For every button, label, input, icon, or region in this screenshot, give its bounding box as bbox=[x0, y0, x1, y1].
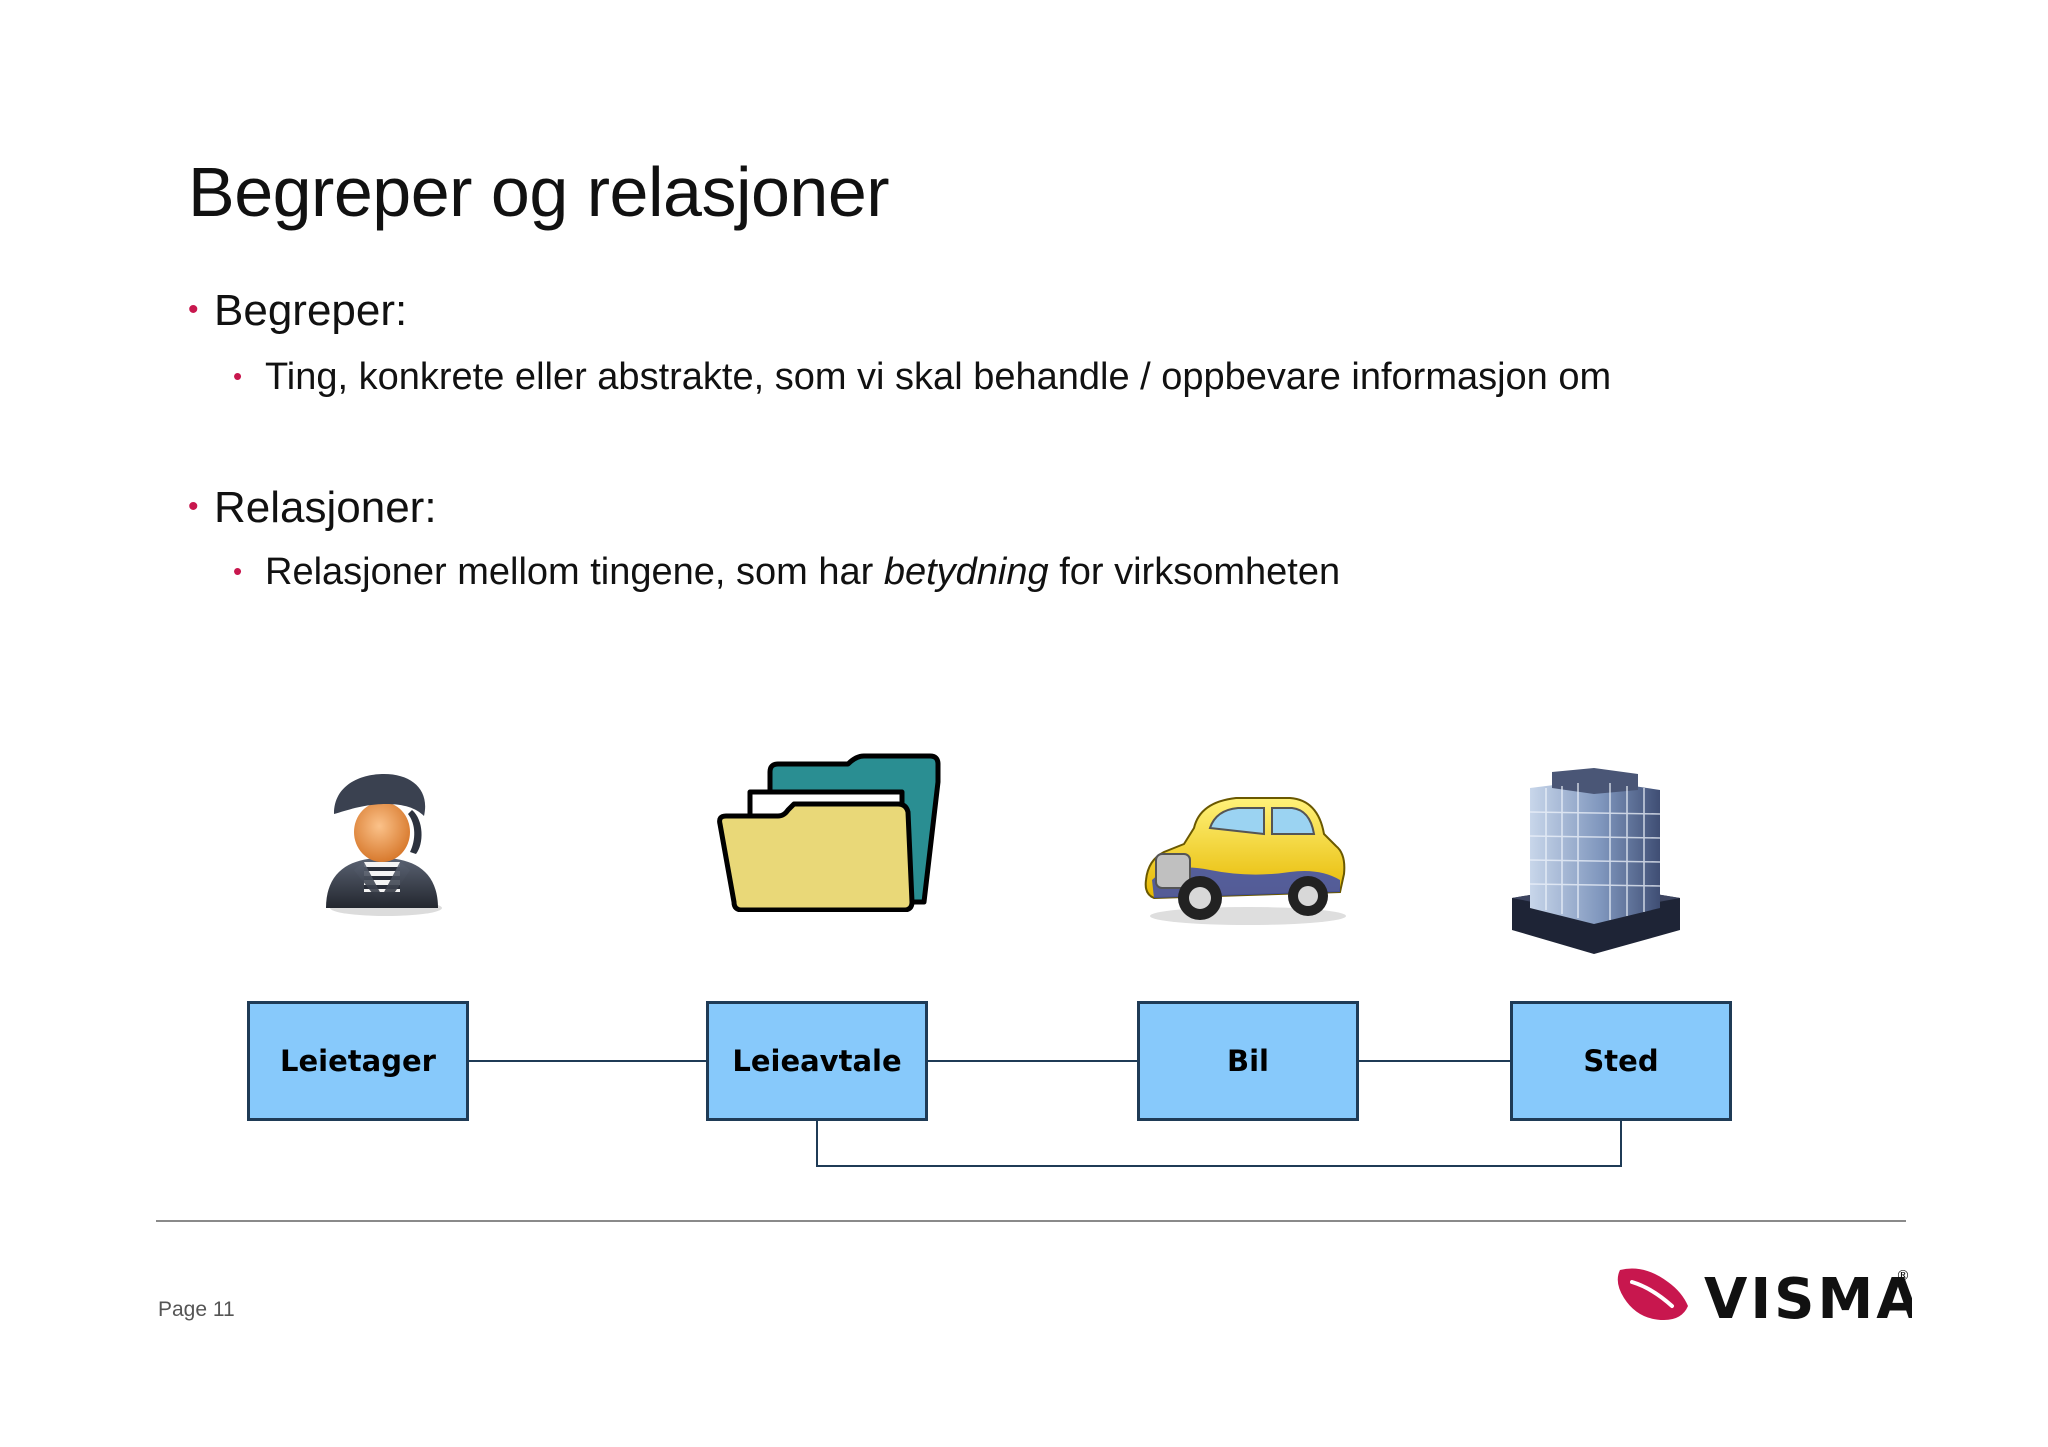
bullet-dot: • bbox=[188, 293, 199, 326]
person-icon bbox=[326, 774, 442, 916]
car-icon bbox=[1144, 797, 1346, 925]
building-icon bbox=[1512, 768, 1680, 954]
visma-registered-mark: ® bbox=[1896, 1268, 1910, 1284]
sub-bullet-relasjoner: • Relasjoner mellom tingene, som har bety… bbox=[233, 551, 1340, 594]
entity-leieavtale: Leieavtale bbox=[706, 1001, 928, 1121]
bullet-dot: • bbox=[188, 490, 199, 523]
page-number: Page 11 bbox=[158, 1298, 235, 1321]
slide-title: Begreper og relasjoner bbox=[188, 153, 890, 231]
visma-wordmark: VISMA bbox=[1704, 1267, 1912, 1328]
sub-bullet-text-before: Relasjoner mellom tingene, som har bbox=[265, 551, 884, 593]
bullet-begreper: • Begreper: bbox=[188, 286, 407, 336]
sub-bullet-text-after: for virksomheten bbox=[1048, 551, 1341, 593]
entity-label: Bil bbox=[1227, 1044, 1269, 1078]
footer-divider bbox=[156, 1220, 1906, 1222]
bullet-label: Begreper: bbox=[214, 286, 408, 335]
bullet-dot: • bbox=[233, 361, 243, 391]
entity-bil: Bil bbox=[1137, 1001, 1359, 1121]
visma-swoosh-icon bbox=[1617, 1268, 1688, 1320]
visma-logo: VISMA ® bbox=[1617, 1267, 1912, 1328]
relation-leieavtale-sted bbox=[816, 1121, 1622, 1167]
bullet-relasjoner: • Relasjoner: bbox=[188, 483, 437, 533]
bullet-label: Relasjoner: bbox=[214, 483, 437, 532]
sub-bullet-text: Ting, konkrete eller abstrakte, som vi s… bbox=[265, 356, 1612, 398]
folder-icon bbox=[717, 753, 941, 912]
bullet-dot: • bbox=[233, 556, 243, 586]
sub-bullet-emphasis: betydning bbox=[883, 551, 1049, 593]
entity-leietager: Leietager bbox=[247, 1001, 469, 1121]
sub-bullet-begreper: • Ting, konkrete eller abstrakte, som vi … bbox=[233, 356, 1611, 399]
entity-label: Leieavtale bbox=[732, 1044, 902, 1078]
entity-label: Leietager bbox=[280, 1044, 436, 1078]
entity-label: Sted bbox=[1583, 1044, 1659, 1078]
entity-sted: Sted bbox=[1510, 1001, 1732, 1121]
